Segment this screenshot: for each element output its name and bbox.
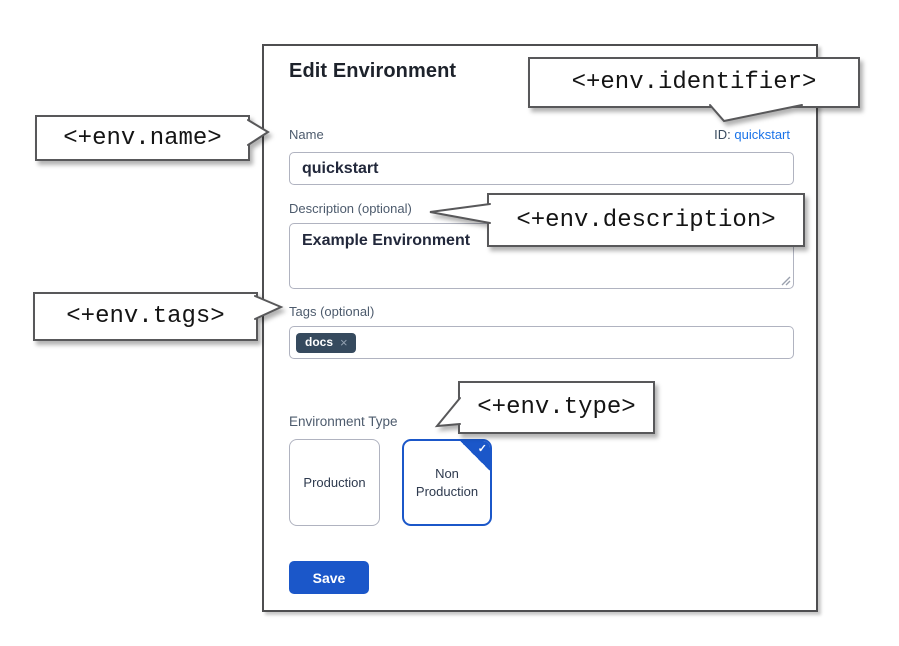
callout-env-identifier: <+env.identifier>	[528, 57, 860, 123]
environment-type-options: Production ✓ Non Production	[289, 439, 492, 526]
check-icon: ✓	[477, 443, 487, 455]
env-type-option-non-production[interactable]: ✓ Non Production	[402, 439, 492, 526]
callout-box: <+env.type>	[458, 381, 655, 434]
callout-env-tags: <+env.tags>	[33, 292, 284, 341]
id-label: ID:	[714, 127, 731, 142]
callout-tail	[247, 119, 270, 146]
name-label: Name	[289, 127, 324, 142]
callout-text: <+env.name>	[63, 124, 222, 152]
callout-env-description: <+env.description>	[429, 193, 805, 247]
callout-tail	[429, 203, 491, 224]
tags-input[interactable]: docs ×	[289, 326, 794, 359]
tag-remove-icon[interactable]: ×	[340, 334, 348, 350]
identifier-link[interactable]: quickstart	[734, 127, 790, 142]
name-input[interactable]	[289, 152, 794, 185]
save-button[interactable]: Save	[289, 561, 369, 594]
selected-corner	[460, 441, 490, 471]
callout-tail	[254, 295, 284, 320]
card-label: Non Production	[415, 465, 479, 499]
callout-env-name: <+env.name>	[35, 115, 270, 161]
callout-box: <+env.name>	[35, 115, 250, 161]
callout-tail	[434, 397, 461, 428]
tag-chip: docs ×	[296, 332, 356, 353]
identifier-row: ID: quickstart	[714, 127, 790, 142]
edit-environment-dialog: Edit Environment Name ID: quickstart Des…	[262, 44, 818, 612]
callout-env-type: <+env.type>	[434, 381, 655, 434]
callout-text: <+env.description>	[516, 206, 776, 234]
callout-box: <+env.identifier>	[528, 57, 860, 108]
callout-box: <+env.tags>	[33, 292, 258, 341]
tags-label: Tags (optional)	[289, 304, 375, 319]
callout-box: <+env.description>	[487, 193, 805, 247]
callout-text: <+env.type>	[477, 394, 636, 421]
dialog-title: Edit Environment	[289, 60, 457, 82]
tag-label: docs	[305, 335, 334, 349]
callout-tail	[709, 104, 803, 123]
env-type-option-production[interactable]: Production	[289, 439, 380, 526]
card-label: Production	[303, 474, 366, 490]
callout-text: <+env.identifier>	[571, 69, 817, 96]
environment-type-label: Environment Type	[289, 414, 398, 429]
callout-text: <+env.tags>	[66, 303, 225, 330]
description-label: Description (optional)	[289, 201, 412, 216]
